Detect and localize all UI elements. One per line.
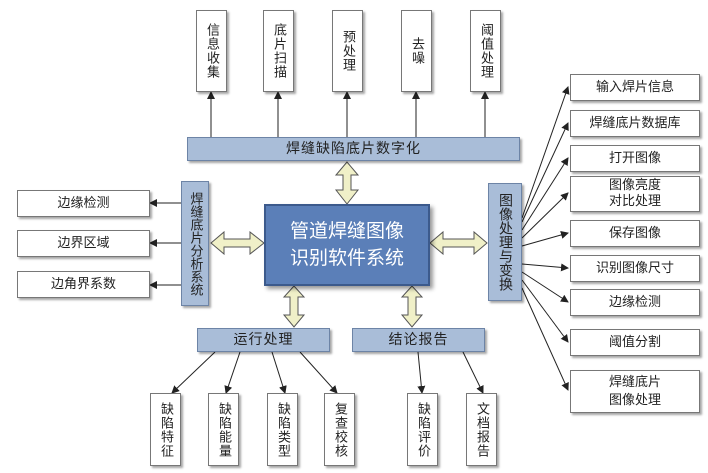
right-bar: 图像处理与变换 [488,183,522,301]
top-item-preprocess: 预处理 [332,10,363,92]
right-item-film-image-process-label: 焊缝底片 图像处理 [608,374,661,408]
right-item-threshold-segment: 阈值分割 [570,329,700,356]
center-system-box: 管道焊缝图像 识别软件系统 [264,204,430,286]
right-item-open-image: 打开图像 [570,145,700,172]
bottom-item-defect-evaluation: 缺陷评价 [407,393,438,466]
center-system-title: 管道焊缝图像 识别软件系统 [289,220,404,269]
left-bar: 焊缝底片分析系统 [181,181,209,306]
double-arrow-bottom-left [282,285,306,328]
top-item-info-collect: 信息收集 [196,10,227,92]
left-item-corner-coefficient: 边角界系数 [17,271,150,298]
bottom-left-bar: 运行处理 [197,328,330,352]
right-item-save-image: 保存图像 [570,220,700,247]
double-arrow-top [334,161,360,205]
left-item-edge-detect: 边缘检测 [17,190,150,217]
top-item-threshold: 阈值处理 [470,10,501,92]
bottom-item-defect-type: 缺陷类型 [267,393,298,466]
bottom-item-document-report: 文档报告 [466,393,497,466]
bottom-right-bar: 结论报告 [352,328,485,352]
bottom-item-review: 复查校核 [324,393,355,466]
bottom-item-defect-feature: 缺陷特征 [150,393,181,466]
right-item-brightness-contrast-label: 图像亮度 对比处理 [608,178,661,209]
double-arrow-bottom-right [400,285,424,328]
double-arrows [210,161,488,328]
top-item-denoise: 去噪 [401,10,432,92]
top-item-film-scan: 底片扫描 [263,10,294,92]
left-item-boundary-region: 边界区域 [17,230,150,257]
right-item-database: 焊缝底片数据库 [570,110,700,137]
right-item-film-image-process: 焊缝底片 图像处理 [570,370,700,413]
right-item-edge-detect: 边缘检测 [570,289,700,316]
top-bar: 焊缝缺陷底片数字化 [187,137,520,161]
right-item-recognize-size: 识别图像尺寸 [570,255,700,282]
right-item-input-info: 输入焊片信息 [570,74,700,101]
right-item-brightness-contrast: 图像亮度 对比处理 [570,176,700,212]
connector-lines [149,86,570,394]
double-arrow-right [429,230,488,256]
bottom-item-defect-energy: 缺陷能量 [208,393,239,466]
double-arrow-left [210,230,265,256]
